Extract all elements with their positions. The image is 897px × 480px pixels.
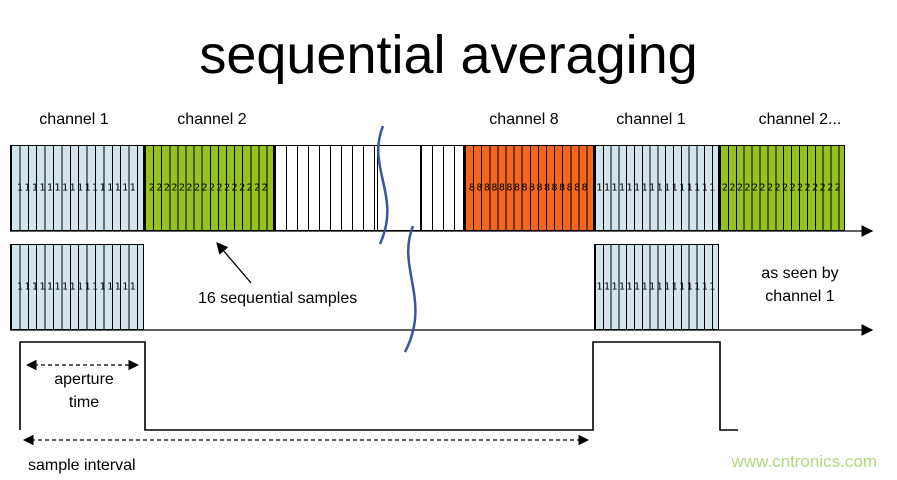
- aperture-time-label: aperture time: [29, 368, 139, 414]
- break-squiggle-2: [403, 225, 417, 353]
- watermark: www.cntronics.com: [731, 452, 877, 471]
- as-seen-by-note: as seen by channel 1: [725, 262, 875, 308]
- row1-channel1-repeat-block: 1111111111111111: [594, 145, 719, 231]
- diagram-title: sequential averaging: [199, 25, 698, 85]
- row1-channel2-repeat-block: 2222222222222222: [719, 145, 845, 231]
- as-seen-by-line2: channel 1: [765, 288, 835, 305]
- row1-channel8-block: 8888888888888888: [464, 145, 594, 231]
- row1-channel1-block: 1111111111111111: [10, 145, 144, 231]
- sample-interval-label: sample interval: [28, 457, 136, 474]
- aperture-line2: time: [68, 394, 100, 411]
- channel-label: channel 2...: [758, 111, 842, 128]
- sample-digits: 1111111111111111: [596, 281, 717, 293]
- sample-digits: 1111111111111111: [16, 182, 138, 194]
- as-seen-by-line1: as seen by: [761, 265, 839, 282]
- samples-note: 16 sequential samples: [198, 290, 358, 307]
- sample-digits: 2222222222222222: [721, 182, 843, 194]
- sample-digits: 8888888888888888: [468, 182, 590, 194]
- row1-break-right-block: [420, 145, 464, 231]
- row2-channel1-repeat-block: 1111111111111111: [594, 244, 719, 330]
- row1-break-gap: [378, 145, 420, 231]
- sample-digits: 1111111111111111: [16, 281, 138, 293]
- channel-label: channel 2: [177, 111, 247, 128]
- samples-pointer-arrow: [216, 242, 252, 284]
- channel-label: channel 1: [616, 111, 686, 128]
- sample-digits: 1111111111111111: [596, 182, 717, 194]
- channel-label: channel 8: [489, 111, 559, 128]
- row2-channel1-block: 1111111111111111: [10, 244, 144, 330]
- row1-break-left-block: [274, 145, 378, 231]
- sample-digits: 2222222222222222: [148, 182, 270, 194]
- aperture-line1: aperture: [54, 371, 114, 388]
- channel-label: channel 1: [39, 111, 109, 128]
- row1-channel2-block: 2222222222222222: [144, 145, 274, 231]
